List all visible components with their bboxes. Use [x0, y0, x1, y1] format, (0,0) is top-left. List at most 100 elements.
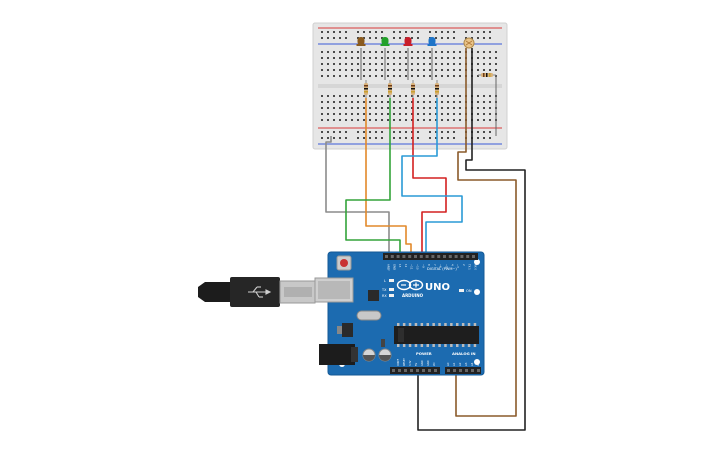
breadboard-hole[interactable] [459, 95, 461, 97]
analog-pin-hole[interactable] [477, 369, 480, 372]
breadboard-hole[interactable] [405, 107, 407, 109]
breadboard-hole[interactable] [339, 63, 341, 65]
breadboard-hole[interactable] [423, 101, 425, 103]
breadboard-hole[interactable] [477, 107, 479, 109]
breadboard-hole[interactable] [441, 101, 443, 103]
breadboard-hole[interactable] [357, 63, 359, 65]
breadboard-hole[interactable] [483, 101, 485, 103]
power-pin-hole[interactable] [392, 369, 395, 372]
breadboard-hole[interactable] [423, 75, 425, 77]
breadboard-hole[interactable] [327, 63, 329, 65]
breadboard-hole[interactable] [327, 57, 329, 59]
breadboard-hole[interactable] [429, 107, 431, 109]
rail-hole[interactable] [393, 131, 395, 133]
breadboard-hole[interactable] [483, 119, 485, 121]
rail-hole[interactable] [357, 131, 359, 133]
breadboard-hole[interactable] [393, 51, 395, 53]
breadboard-hole[interactable] [351, 69, 353, 71]
breadboard-hole[interactable] [363, 101, 365, 103]
breadboard-hole[interactable] [441, 57, 443, 59]
breadboard-hole[interactable] [459, 101, 461, 103]
digital-pin-hole[interactable] [408, 255, 412, 258]
wires[interactable] [325, 48, 526, 431]
digital-pin-hole[interactable] [385, 255, 388, 258]
breadboard-hole[interactable] [405, 119, 407, 121]
breadboard-hole[interactable] [363, 113, 365, 115]
breadboard-hole[interactable] [345, 57, 347, 59]
wire-brown[interactable] [455, 48, 517, 417]
breadboard-hole[interactable] [453, 119, 455, 121]
breadboard-hole[interactable] [327, 113, 329, 115]
breadboard-hole[interactable] [369, 57, 371, 59]
breadboard-hole[interactable] [345, 107, 347, 109]
wire-black[interactable] [417, 48, 526, 431]
rail-hole[interactable] [447, 137, 449, 139]
rail-hole[interactable] [465, 37, 467, 39]
breadboard-hole[interactable] [411, 63, 413, 65]
rail-hole[interactable] [483, 37, 485, 39]
rail-hole[interactable] [375, 31, 377, 33]
breadboard-hole[interactable] [429, 101, 431, 103]
breadboard-hole[interactable] [417, 107, 419, 109]
breadboard-hole[interactable] [405, 57, 407, 59]
breadboard-hole[interactable] [447, 95, 449, 97]
rail-hole[interactable] [429, 31, 431, 33]
breadboard-hole[interactable] [429, 75, 431, 77]
breadboard-hole[interactable] [447, 107, 449, 109]
digital-pin-hole[interactable] [466, 255, 470, 258]
wire-red[interactable] [412, 98, 447, 252]
rail-hole[interactable] [327, 137, 329, 139]
breadboard-hole[interactable] [435, 51, 437, 53]
breadboard-hole[interactable] [369, 107, 371, 109]
breadboard-hole[interactable] [381, 95, 383, 97]
rail-hole[interactable] [483, 131, 485, 133]
breadboard-hole[interactable] [333, 119, 335, 121]
breadboard-hole[interactable] [387, 95, 389, 97]
breadboard-hole[interactable] [321, 75, 323, 77]
analog-pin-hole[interactable] [447, 369, 450, 372]
breadboard-hole[interactable] [321, 57, 323, 59]
rail-hole[interactable] [411, 137, 413, 139]
breadboard-hole[interactable] [429, 95, 431, 97]
breadboard-hole[interactable] [321, 63, 323, 65]
breadboard-hole[interactable] [423, 63, 425, 65]
rail-hole[interactable] [333, 31, 335, 33]
breadboard-hole[interactable] [441, 95, 443, 97]
breadboard-hole[interactable] [393, 69, 395, 71]
breadboard-hole[interactable] [411, 101, 413, 103]
breadboard-hole[interactable] [423, 113, 425, 115]
rail-hole[interactable] [399, 131, 401, 133]
rail-hole[interactable] [465, 31, 467, 33]
breadboard-hole[interactable] [447, 63, 449, 65]
breadboard-hole[interactable] [339, 75, 341, 77]
breadboard-hole[interactable] [435, 75, 437, 77]
rail-hole[interactable] [381, 31, 383, 33]
breadboard-hole[interactable] [459, 63, 461, 65]
breadboard-hole[interactable] [345, 119, 347, 121]
rail-hole[interactable] [375, 131, 377, 133]
breadboard-hole[interactable] [489, 101, 491, 103]
breadboard-hole[interactable] [357, 113, 359, 115]
breadboard-hole[interactable] [399, 119, 401, 121]
breadboard-hole[interactable] [333, 101, 335, 103]
rail-hole[interactable] [363, 137, 365, 139]
breadboard-hole[interactable] [363, 75, 365, 77]
rail-hole[interactable] [399, 137, 401, 139]
breadboard-hole[interactable] [489, 57, 491, 59]
resistor-group[interactable] [364, 73, 496, 98]
rail-hole[interactable] [477, 131, 479, 133]
breadboard-hole[interactable] [345, 95, 347, 97]
breadboard-hole[interactable] [441, 113, 443, 115]
breadboard-hole[interactable] [453, 75, 455, 77]
rail-hole[interactable] [399, 37, 401, 39]
breadboard-hole[interactable] [357, 57, 359, 59]
breadboard-hole[interactable] [399, 101, 401, 103]
breadboard-hole[interactable] [399, 69, 401, 71]
breadboard-hole[interactable] [417, 113, 419, 115]
breadboard-hole[interactable] [477, 101, 479, 103]
breadboard-hole[interactable] [333, 75, 335, 77]
breadboard-hole[interactable] [495, 69, 497, 71]
breadboard-hole[interactable] [399, 107, 401, 109]
breadboard-hole[interactable] [489, 119, 491, 121]
